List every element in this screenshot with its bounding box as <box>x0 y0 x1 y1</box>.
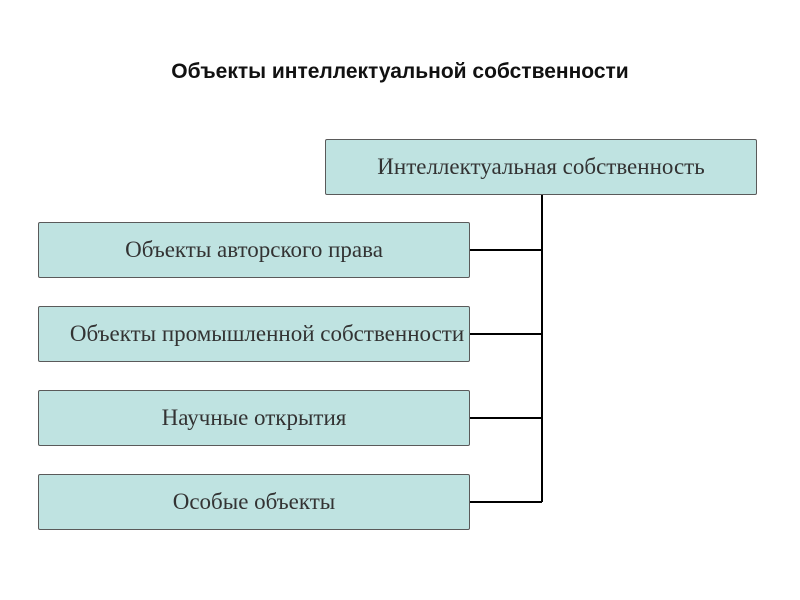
child-node-special-objects: Особые объекты <box>38 474 470 530</box>
child-node-industrial-property: Объекты промышленной собственности <box>38 306 470 362</box>
child-node-scientific-discoveries: Научные открытия <box>38 390 470 446</box>
child-node-label: Научные открытия <box>161 405 347 430</box>
child-node-copyright: Объекты авторского права <box>38 222 470 278</box>
root-node: Интеллектуальная собственность <box>325 139 757 195</box>
child-node-label: Объекты промышленной собственности <box>69 321 465 346</box>
diagram-title: Объекты интеллектуальной собственности <box>171 60 629 83</box>
child-node-label: Особые объекты <box>172 489 336 514</box>
child-node-label: Объекты авторского права <box>125 237 383 262</box>
root-node-label: Интеллектуальная собственность <box>377 154 705 179</box>
